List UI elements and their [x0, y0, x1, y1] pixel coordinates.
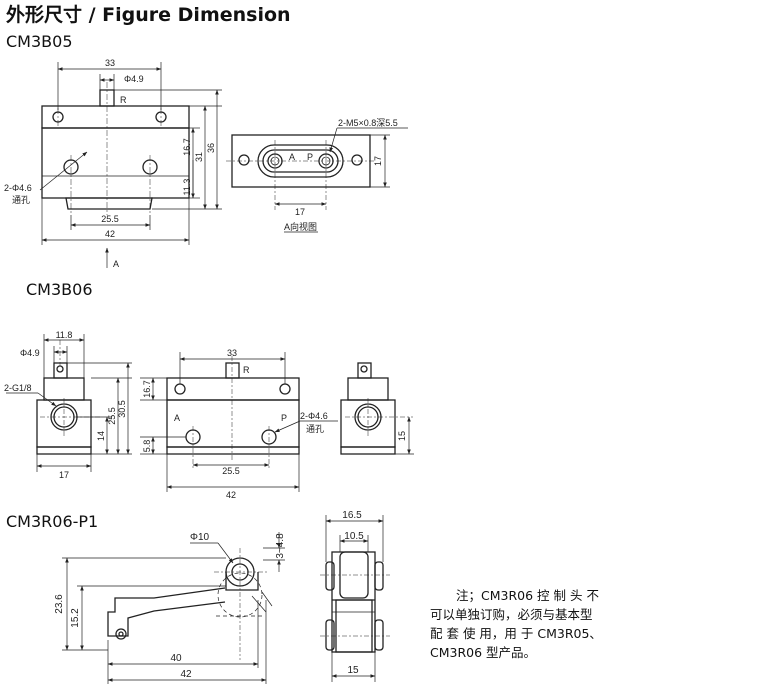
drawing-cm3b05-aview	[226, 134, 376, 210]
dim-aview-width-17: 17	[295, 207, 305, 217]
dim-roller-width-16-5: 16.5	[342, 510, 362, 521]
model-label-cm3r06-p1: CM3R06-P1	[6, 512, 99, 531]
front-port-a: A	[174, 413, 180, 423]
model-label-cm3b06: CM3B06	[26, 280, 93, 299]
dim-width-42: 42	[105, 229, 115, 239]
note-line-4: CM3R06 型产品。	[430, 645, 537, 660]
dim-height-31: 31	[194, 152, 204, 162]
dim-front-height-16-7: 16.7	[142, 380, 152, 398]
dim-thread-m5: 2-M5×0.8深5.5	[338, 118, 398, 128]
drawing-cm3b06-side-text: 11.8 Φ4.9 2-G1/8 14 25.5 30.5 17	[4, 330, 127, 480]
dim-stroke-3-4-8: 3~4.8	[275, 533, 286, 559]
page-title: 外形尺寸 / Figure Dimension	[6, 4, 291, 26]
dim-hole-through: 通孔	[12, 195, 30, 205]
note-line-1: 注；CM3R06 控 制 头 不	[456, 588, 599, 603]
drawing-cm3r06-lever-dims	[62, 532, 285, 684]
port-label-p: P	[307, 152, 313, 162]
dim-width-42: 42	[180, 669, 192, 680]
dim-width-40: 40	[170, 653, 182, 664]
dim-height-11-3: 11.3	[182, 179, 192, 196]
drawing-cm3r06-lever	[107, 548, 268, 660]
dim-side-width-11-8: 11.8	[56, 330, 73, 340]
dim-phi-10: Φ10	[190, 532, 210, 543]
note-line-3: 配 套 使 用，用 于 CM3R05、	[430, 626, 602, 641]
drawing-cm3r06-roller	[320, 551, 390, 653]
note-text: 注；CM3R06 控 制 头 不 可以单独订购，必须与基本型 配 套 使 用，用…	[430, 586, 630, 662]
drawing-cm3b06-front-text: 33 R A P 16.7 5.8 2-Φ4.6 通孔 25.5 42	[142, 348, 328, 500]
drawing-cm3b06-front	[166, 356, 300, 468]
note-line-2: 可以单独订购，必须与基本型	[430, 607, 593, 622]
model-label-cm3b05: CM3B05	[6, 32, 73, 51]
drawing-cm3r06-roller-dims	[325, 515, 384, 682]
dim-side-height-25-5: 25.5	[107, 407, 117, 425]
port-label-r: R	[120, 95, 127, 105]
drawing-cm3b05-text: 33 Φ4.9 R 16.7 31 36 11.3 2-Φ4.6 通孔 25.5…	[4, 58, 216, 269]
dim-side-width-17: 17	[59, 470, 69, 480]
dim-height-36: 36	[206, 143, 216, 153]
dim-width-33: 33	[105, 58, 115, 68]
drawing-cm3b06-side-dims	[6, 334, 132, 472]
dim-height-23-6: 23.6	[54, 594, 65, 614]
dim-roller-width-15: 15	[347, 665, 359, 676]
drawing-cm3r06-roller-text: 16.5 10.5 15	[342, 510, 364, 676]
dim-right-height-15: 15	[397, 431, 407, 441]
dim-front-hole-phi: 2-Φ4.6	[300, 411, 328, 421]
drawing-cm3r06-lever-text: Φ10 3~4.8 23.6 15.2 40 42	[54, 532, 286, 680]
front-port-r: R	[243, 365, 250, 375]
drawing-cm3b06-right-dims	[395, 416, 414, 455]
dim-front-width-25-5: 25.5	[222, 466, 240, 476]
drawing-cm3b05-dims	[39, 62, 222, 268]
dim-roller-width-10-5: 10.5	[344, 531, 364, 542]
drawing-cm3b06-right	[340, 362, 413, 455]
dim-width-25-5: 25.5	[101, 214, 119, 224]
dim-side-g18: 2-G1/8	[4, 383, 32, 393]
dim-side-height-14: 14	[96, 431, 106, 441]
dim-aview-height-17: 17	[373, 156, 383, 166]
port-label-a: A	[289, 152, 295, 162]
drawing-cm3b05-front	[41, 82, 190, 215]
dim-front-width-42: 42	[226, 490, 236, 500]
drawing-cm3b05-aview-dims	[274, 127, 408, 233]
drawing-cm3b06-front-dims	[140, 352, 338, 492]
dim-height-15-2: 15.2	[70, 608, 81, 628]
dim-front-hole-through: 通孔	[306, 424, 324, 434]
dim-front-height-5-8: 5.8	[142, 440, 152, 453]
dim-hole-phi: 2-Φ4.6	[4, 183, 32, 193]
dim-front-width-33: 33	[227, 348, 237, 358]
drawing-cm3b05-aview-text: 2-M5×0.8深5.5 A P 17 17 A向视图	[284, 118, 398, 232]
view-arrow-a: A	[113, 259, 119, 269]
dim-side-phi-4-9: Φ4.9	[20, 348, 40, 358]
front-port-p: P	[281, 413, 287, 423]
dim-height-16-7: 16.7	[182, 138, 192, 156]
dim-phi-4-9: Φ4.9	[124, 74, 144, 84]
drawing-cm3b06-side	[36, 340, 100, 455]
aview-caption: A向视图	[284, 221, 317, 232]
dim-side-height-30-5: 30.5	[117, 400, 127, 418]
